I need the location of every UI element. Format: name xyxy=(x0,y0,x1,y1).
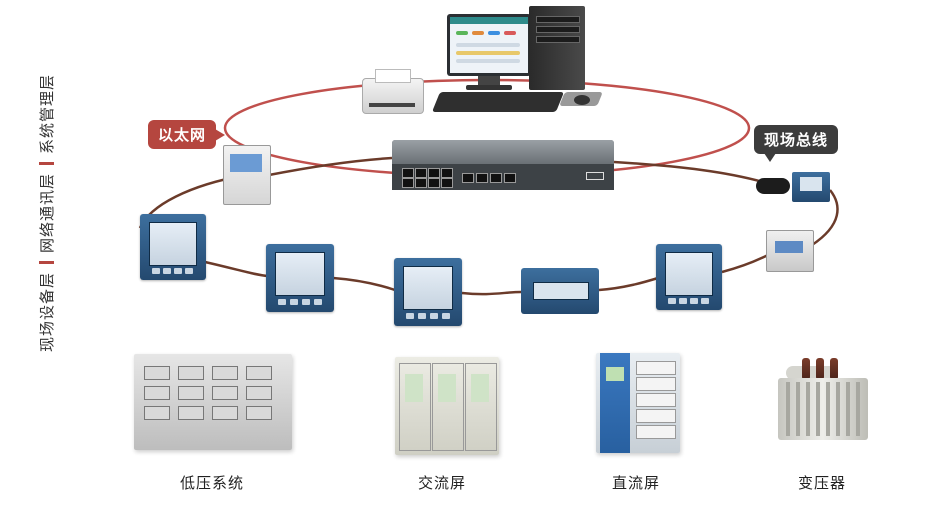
network-switch-icon xyxy=(392,140,614,190)
layer-label-network-comm: 网络通讯层 xyxy=(38,172,56,253)
power-meter-icon xyxy=(521,268,599,314)
field-bus-callout: 现场总线 xyxy=(754,125,839,162)
power-meter-icon xyxy=(394,258,462,326)
field-bus-relay-link xyxy=(268,156,393,177)
layer-label-field-device: 现场设备层 xyxy=(38,271,56,352)
label-dc-panel: 直流屏 xyxy=(612,474,661,492)
mouse-icon xyxy=(574,95,590,105)
field-bus-right-drop xyxy=(811,189,839,247)
layer-separator xyxy=(39,260,54,264)
power-meter-icon xyxy=(266,244,334,312)
low-voltage-cabinet-icon xyxy=(134,354,292,450)
printer-icon xyxy=(362,69,424,114)
field-bus-right-link xyxy=(613,160,771,186)
ac-panel-icon xyxy=(395,357,499,455)
computer-tower-icon xyxy=(529,6,585,90)
power-meter-icon xyxy=(656,244,722,310)
desktop-computer-icon xyxy=(447,14,531,76)
label-low-voltage-system: 低压系统 xyxy=(180,474,245,492)
layer-label-system-mgmt: 系统管理层 xyxy=(38,73,56,154)
protection-relay-icon xyxy=(223,145,271,205)
din-rail-meter-icon xyxy=(766,230,814,272)
layer-legend: 现场设备层 网络通讯层 系统管理层 xyxy=(36,74,57,352)
monitor-screen xyxy=(450,17,528,73)
ethernet-callout: 以太网 xyxy=(148,120,226,149)
dc-panel-icon xyxy=(596,353,680,453)
label-ac-panel: 交流屏 xyxy=(418,474,467,492)
current-transformer-icon xyxy=(756,178,790,194)
keyboard-icon xyxy=(431,92,565,112)
layer-separator xyxy=(39,161,54,165)
power-meter-icon xyxy=(140,214,206,280)
transformer-icon xyxy=(764,356,880,448)
label-transformer: 变压器 xyxy=(798,474,847,492)
power-meter-icon xyxy=(792,172,830,202)
field-bus-chain xyxy=(204,253,769,296)
